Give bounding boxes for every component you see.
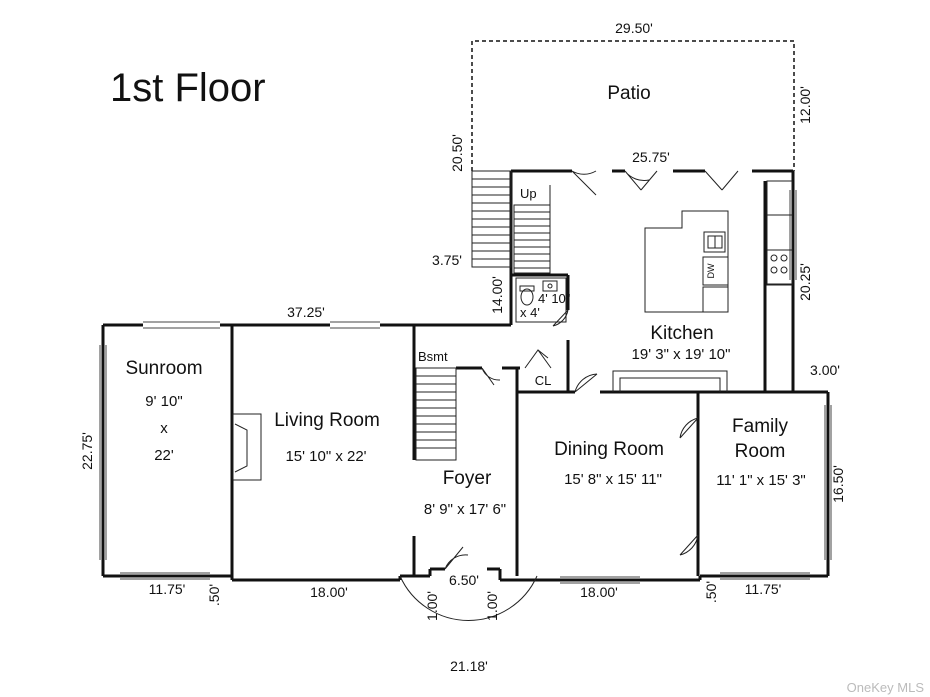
dim-patio-right: 12.00' [797,86,813,124]
dim-kitchen-right: 20.25' [797,263,813,301]
stair-up-label: Up [520,186,537,201]
dim-family-right: 16.50' [830,465,846,503]
dim-entry-right: 1.00' [484,591,500,621]
dim-patio-top: 29.50' [615,20,653,36]
plan-title: 1st Floor [110,66,266,110]
dining-room-label: Dining Room [554,439,664,460]
stair-up [513,185,551,274]
dim-offset-right: 3.00' [810,362,840,378]
closet-label: CL [535,373,552,388]
dim-bottom-right-offset: .50' [703,581,719,603]
dim-entry-left: 1.00' [424,591,440,621]
dim-bottom-left: 11.75' [149,581,186,597]
entry-arc [399,575,538,621]
sunroom-size-x: x [160,420,168,437]
foyer-size: 8' 9" x 17' 6" [424,501,506,518]
dim-patio-left: 20.50' [449,134,465,172]
family-room-label-1: Family [732,416,788,437]
living-room-size: 15' 10" x 22' [285,448,366,465]
windows [99,190,832,584]
exterior-stair [471,170,512,268]
patio-outline [471,40,795,171]
dim-top-left: 37.25' [287,304,325,320]
dishwasher-label: DW [706,263,716,278]
dim-bottom-living: 18.00' [310,584,348,600]
dining-room-size: 15' 8" x 15' 11" [564,471,662,488]
patio-label: Patio [607,83,650,104]
dim-entry-arc: 21.18' [450,658,488,674]
living-room-label: Living Room [274,410,380,431]
family-room-size: 11' 1" x 15' 3" [716,472,806,489]
kitchen-counter [766,180,793,286]
kitchen-label: Kitchen [650,323,713,344]
bath-size-1: 4' 10" [538,291,571,306]
dim-entry-width: 6.50' [449,572,479,588]
kitchen-bar-counter [612,370,728,392]
family-room-label-2: Room [735,441,786,462]
stair-basement-label: Bsmt [418,349,448,364]
sunroom-label: Sunroom [125,358,202,379]
dim-bottom-left-offset: .50' [206,584,222,606]
doors [444,170,739,570]
foyer-label: Foyer [443,468,492,489]
bath-size-2: x 4' [520,305,540,320]
sunroom-size-l: 22' [154,447,174,464]
dim-left-side: 22.75' [79,432,95,470]
exterior-walls [101,169,830,582]
kitchen-island [644,210,729,313]
interior-walls [230,181,793,576]
dim-bottom-right: 11.75' [745,581,782,597]
dim-bath-side: 14.00' [489,276,505,314]
sunroom-size-w: 9' 10" [145,393,182,410]
dim-bottom-dining: 18.00' [580,584,618,600]
kitchen-size: 19' 3" x 19' 10" [632,346,731,363]
stair-basement [415,367,457,461]
half-bath [515,277,567,323]
dim-stair-out: 3.75' [432,252,462,268]
watermark: OneKey MLS [847,680,925,695]
fireplace [232,413,262,481]
dim-kitchen-top: 25.75' [632,149,670,165]
